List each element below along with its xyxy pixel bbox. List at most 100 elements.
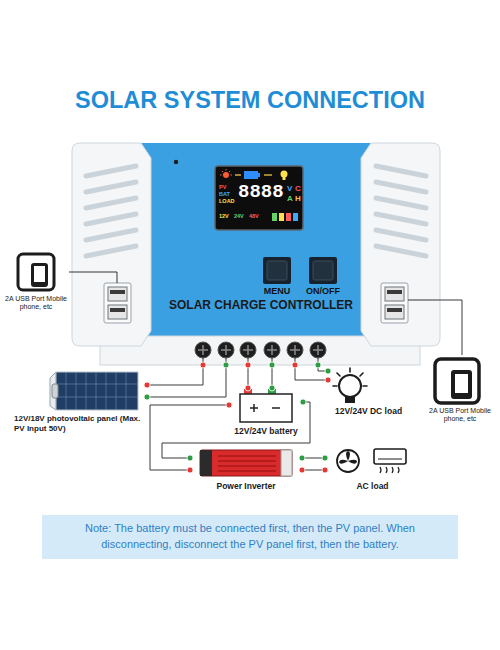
- wire-terminal-dot: [322, 467, 328, 473]
- terminal-screw: [198, 345, 208, 355]
- bulb-icon: [349, 368, 351, 372]
- node-label: 12V/24V DC load: [335, 406, 420, 416]
- lcd-display: [231, 175, 233, 176]
- wire-terminal-dot: [325, 368, 331, 374]
- lcd-display: [244, 171, 258, 179]
- usb-device: 2A USB Port Mobile phone, etc: [423, 355, 497, 424]
- lcd-display: [223, 172, 229, 178]
- cooling-fin: [86, 166, 136, 256]
- terminal-screw: [264, 342, 280, 358]
- push-button: [263, 257, 291, 284]
- lcd-display: [220, 175, 222, 176]
- phone-icon: [34, 266, 45, 282]
- usb-device: 2A USB Port Mobile phone, etc: [3, 252, 69, 312]
- negative-wire: [272, 365, 273, 388]
- bulb-icon: [339, 375, 361, 397]
- cooling-fin: [86, 214, 136, 224]
- wire-connection: [299, 455, 328, 473]
- battery-icon: [240, 389, 292, 422]
- lcd-display: [229, 171, 230, 172]
- positive-wire: [248, 365, 249, 388]
- positive-wire: [147, 365, 203, 385]
- wire-terminal-dot: [292, 362, 298, 368]
- phone-icon: [18, 254, 54, 290]
- lcd-display: [272, 213, 277, 221]
- wire-terminal-dot: [299, 455, 305, 461]
- lcd-display: [235, 174, 241, 175]
- dc-load: 12V/24V DC load: [328, 366, 420, 416]
- inverter-icon: [200, 450, 292, 476]
- lcd-display: [226, 169, 227, 171]
- ac-load-icon: [339, 451, 357, 464]
- inverter-icon: [281, 450, 292, 476]
- ac-load-icon: [337, 450, 359, 472]
- solar-panel-icon: [56, 372, 138, 410]
- phone-icon: [455, 374, 468, 393]
- positive-wire: [302, 470, 325, 471]
- controller-housing: [174, 160, 178, 164]
- solar-panel-icon: [106, 372, 107, 410]
- lcd-display: [293, 213, 298, 221]
- usb-port: [108, 287, 127, 301]
- push-button: [267, 261, 287, 280]
- usb-cable: [408, 300, 440, 301]
- cooling-fin: [72, 143, 151, 346]
- terminal-screw: [195, 342, 326, 365]
- solar-panel-icon: [52, 384, 58, 398]
- lcd-display: [264, 174, 272, 175]
- wire-terminal-dot: [187, 467, 193, 473]
- usb-port: [108, 305, 127, 319]
- solar-panel-icon: [126, 372, 127, 410]
- node-label: 12V/18V photovoltaic panel (Max. PV Inpu…: [14, 414, 147, 433]
- phone-icon: [31, 263, 48, 287]
- lcd-display: [258, 173, 260, 177]
- battery-icon: [250, 404, 280, 412]
- bulb-icon: [363, 385, 367, 387]
- lcd-readout: 8888: [238, 183, 284, 202]
- usb-port: [110, 290, 125, 294]
- wire-terminal-dot: [315, 362, 321, 368]
- note-box: Note: The battery must be connected firs…: [42, 515, 458, 559]
- wire-terminal-dot: [325, 377, 331, 383]
- diagram-title: SOLAR SYSTEM CONNECTION: [0, 88, 500, 114]
- lcd-display: [286, 213, 291, 221]
- cooling-fin: [86, 182, 136, 192]
- bulb-icon: [337, 373, 340, 376]
- lcd-readout: A: [287, 195, 293, 203]
- charge-controller: SOLAR CHARGE CONTROLLER: [72, 143, 440, 365]
- node-label: AC load: [325, 481, 420, 491]
- lcd-display: [283, 177, 286, 180]
- terminal-screw: [290, 345, 300, 355]
- ac-load-icon: [378, 459, 402, 460]
- lcd-readout: C: [295, 185, 301, 193]
- battery-icon: [240, 394, 292, 422]
- battery: 12V/24V battery: [229, 388, 303, 436]
- button-label: ON/OFF: [306, 287, 340, 296]
- solar-panel-icon: [56, 397, 138, 398]
- usb-port: [104, 283, 131, 323]
- negative-wire: [162, 402, 310, 458]
- wire-terminal-dot: [187, 455, 193, 461]
- terminal-screw: [240, 342, 256, 358]
- solar-panel-icon: [116, 372, 117, 410]
- terminal-screw: [218, 342, 234, 358]
- cooling-fin: [86, 198, 136, 208]
- push-button: [263, 257, 337, 284]
- lcd-readout: BAT: [219, 192, 230, 198]
- ac-load-icon: [337, 449, 406, 473]
- node-label: SOLAR CHARGE CONTROLLER: [82, 298, 440, 312]
- ac-load: AC load: [325, 447, 420, 491]
- lcd-display: [222, 171, 223, 172]
- node-label: Power Inverter: [190, 481, 302, 491]
- wire-connection: [144, 362, 229, 400]
- usb-port: [104, 283, 131, 323]
- ac-load-icon: [374, 449, 406, 464]
- phone-icon: [18, 254, 54, 290]
- lcd-readout: V: [287, 185, 292, 193]
- wire-connection: [245, 362, 275, 391]
- terminal-screw: [287, 342, 303, 358]
- phone-icon: [435, 359, 479, 403]
- push-button: [309, 257, 337, 284]
- solar-panel-icon: [86, 372, 87, 410]
- wire-terminal-dot: [226, 402, 232, 408]
